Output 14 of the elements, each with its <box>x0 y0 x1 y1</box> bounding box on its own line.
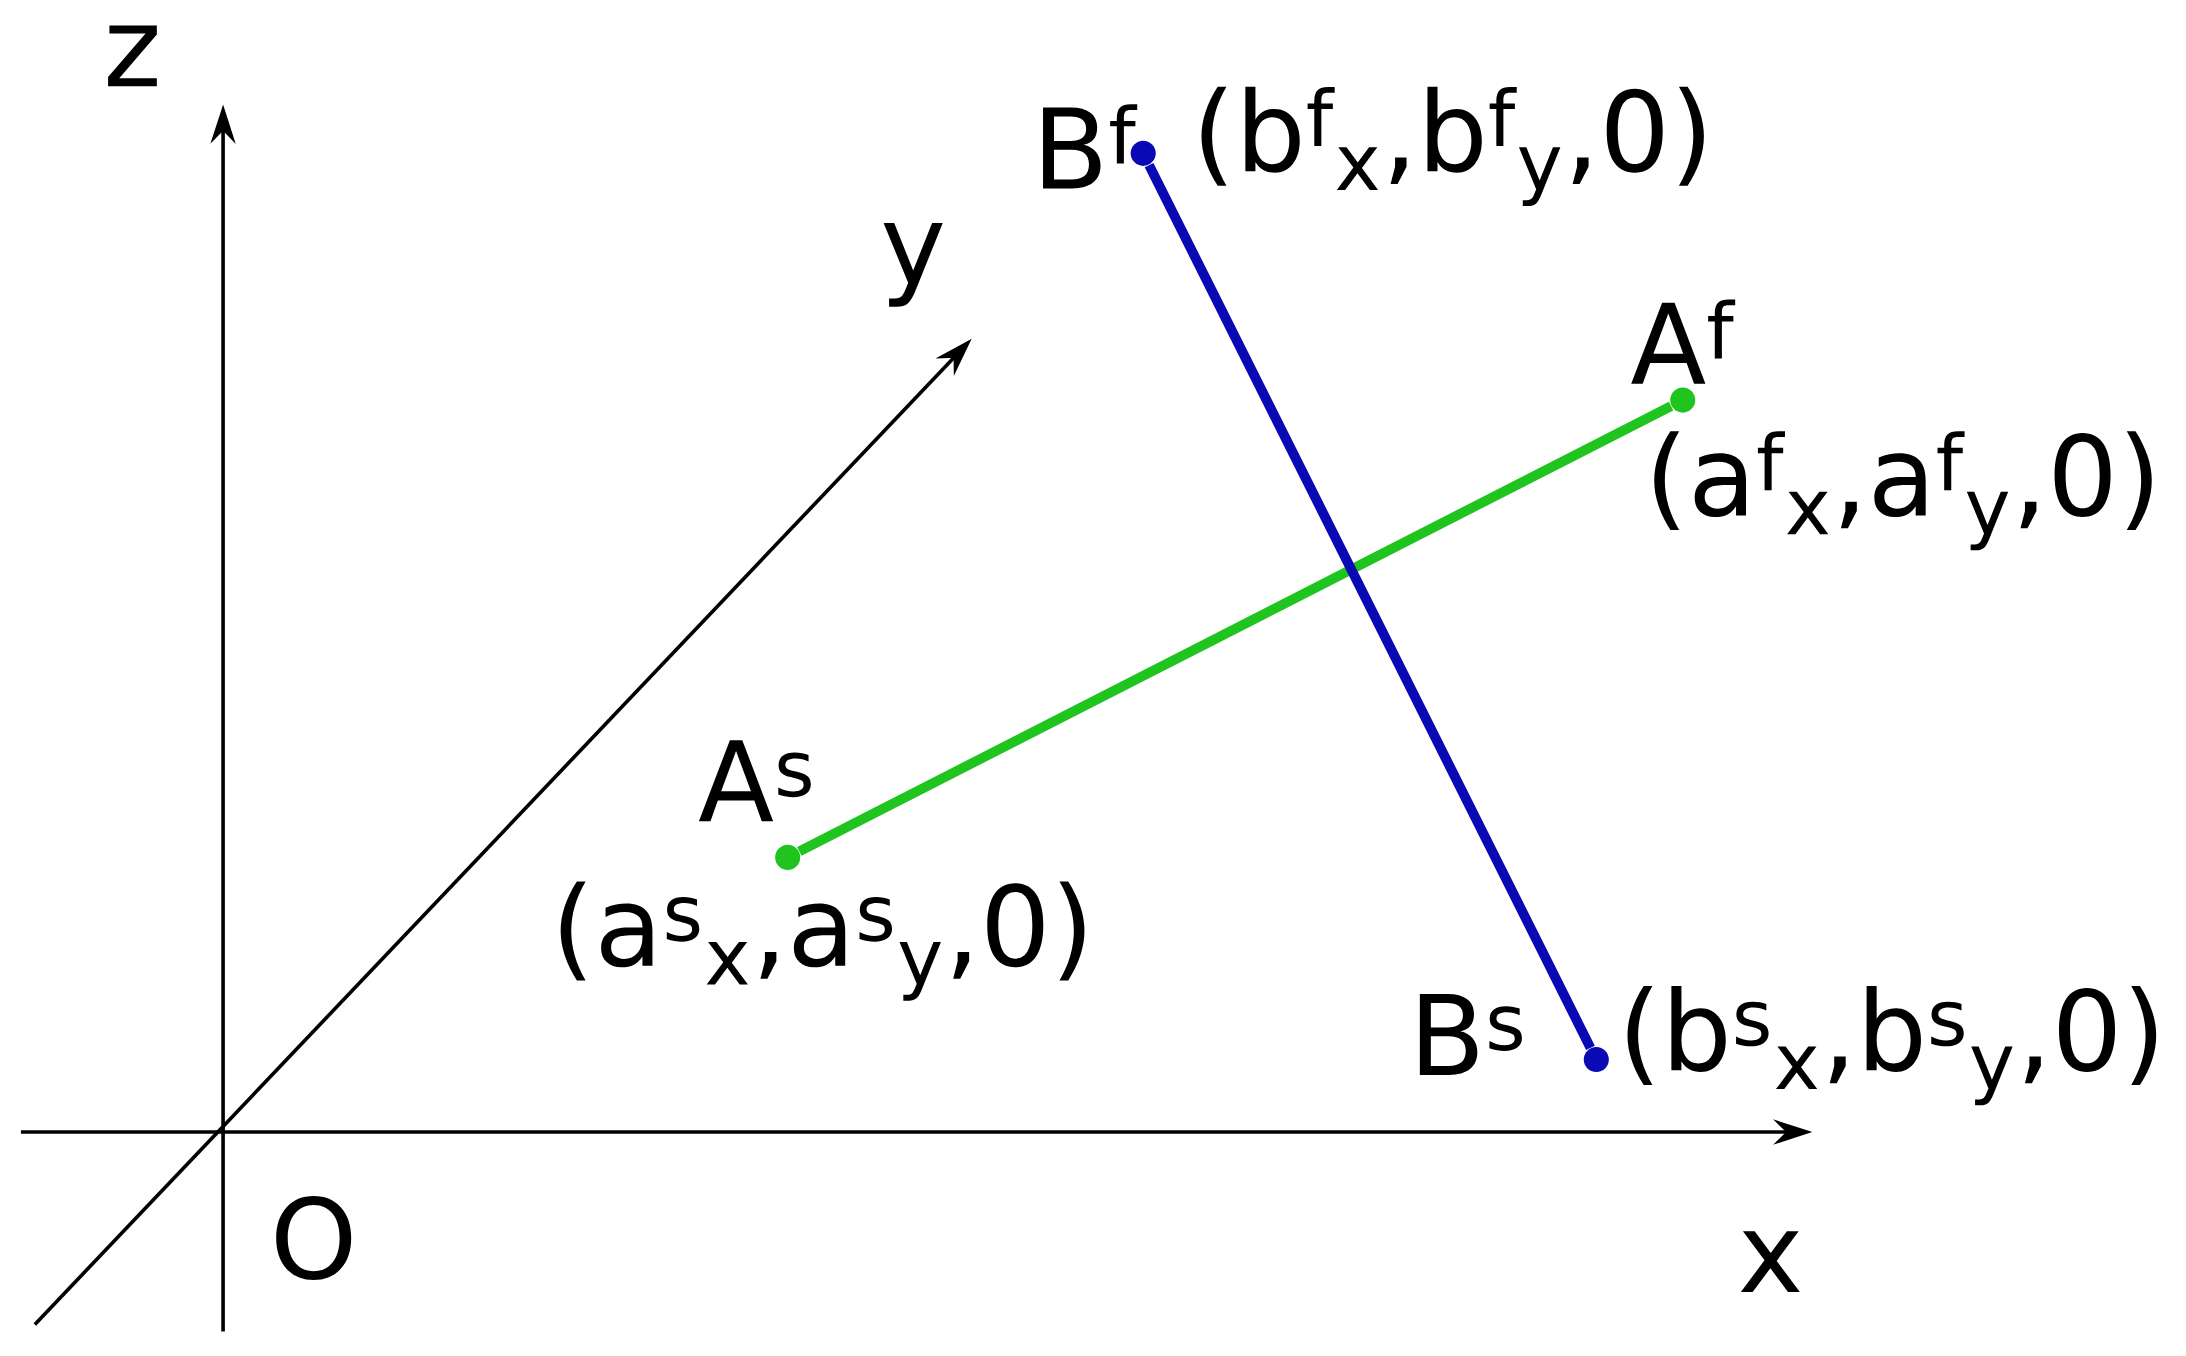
coordinate-label: (b$^{f}$$_{x}$,b$^{f}$$_{y}$,0) <box>1201 86 1704 206</box>
line-segment <box>797 401 1674 856</box>
line-segment <box>1144 162 1595 1050</box>
point-label: A$^{f}$ <box>1631 299 1736 384</box>
coordinate-label: (b$^{s}$$_{x}$,b$^{s}$$_{y}$,0) <box>1627 985 2157 1105</box>
point-label: B$^{f}$ <box>1043 104 1138 189</box>
axis-label: z <box>108 25 157 86</box>
coordinate-label: (a$^{f}$$_{x}$,a$^{f}$$_{y}$,0) <box>1654 430 2152 551</box>
point-label: A$^{s}$ <box>698 740 811 821</box>
origin-label: O <box>276 1195 352 1280</box>
axis-label: y <box>883 222 943 307</box>
point-label: B$^{s}$ <box>1419 993 1522 1075</box>
axis-label: x <box>1740 1231 1800 1292</box>
coordinate-label: (a$^{s}$$_{x}$,a$^{s}$$_{y}$,0) <box>560 881 1085 1001</box>
